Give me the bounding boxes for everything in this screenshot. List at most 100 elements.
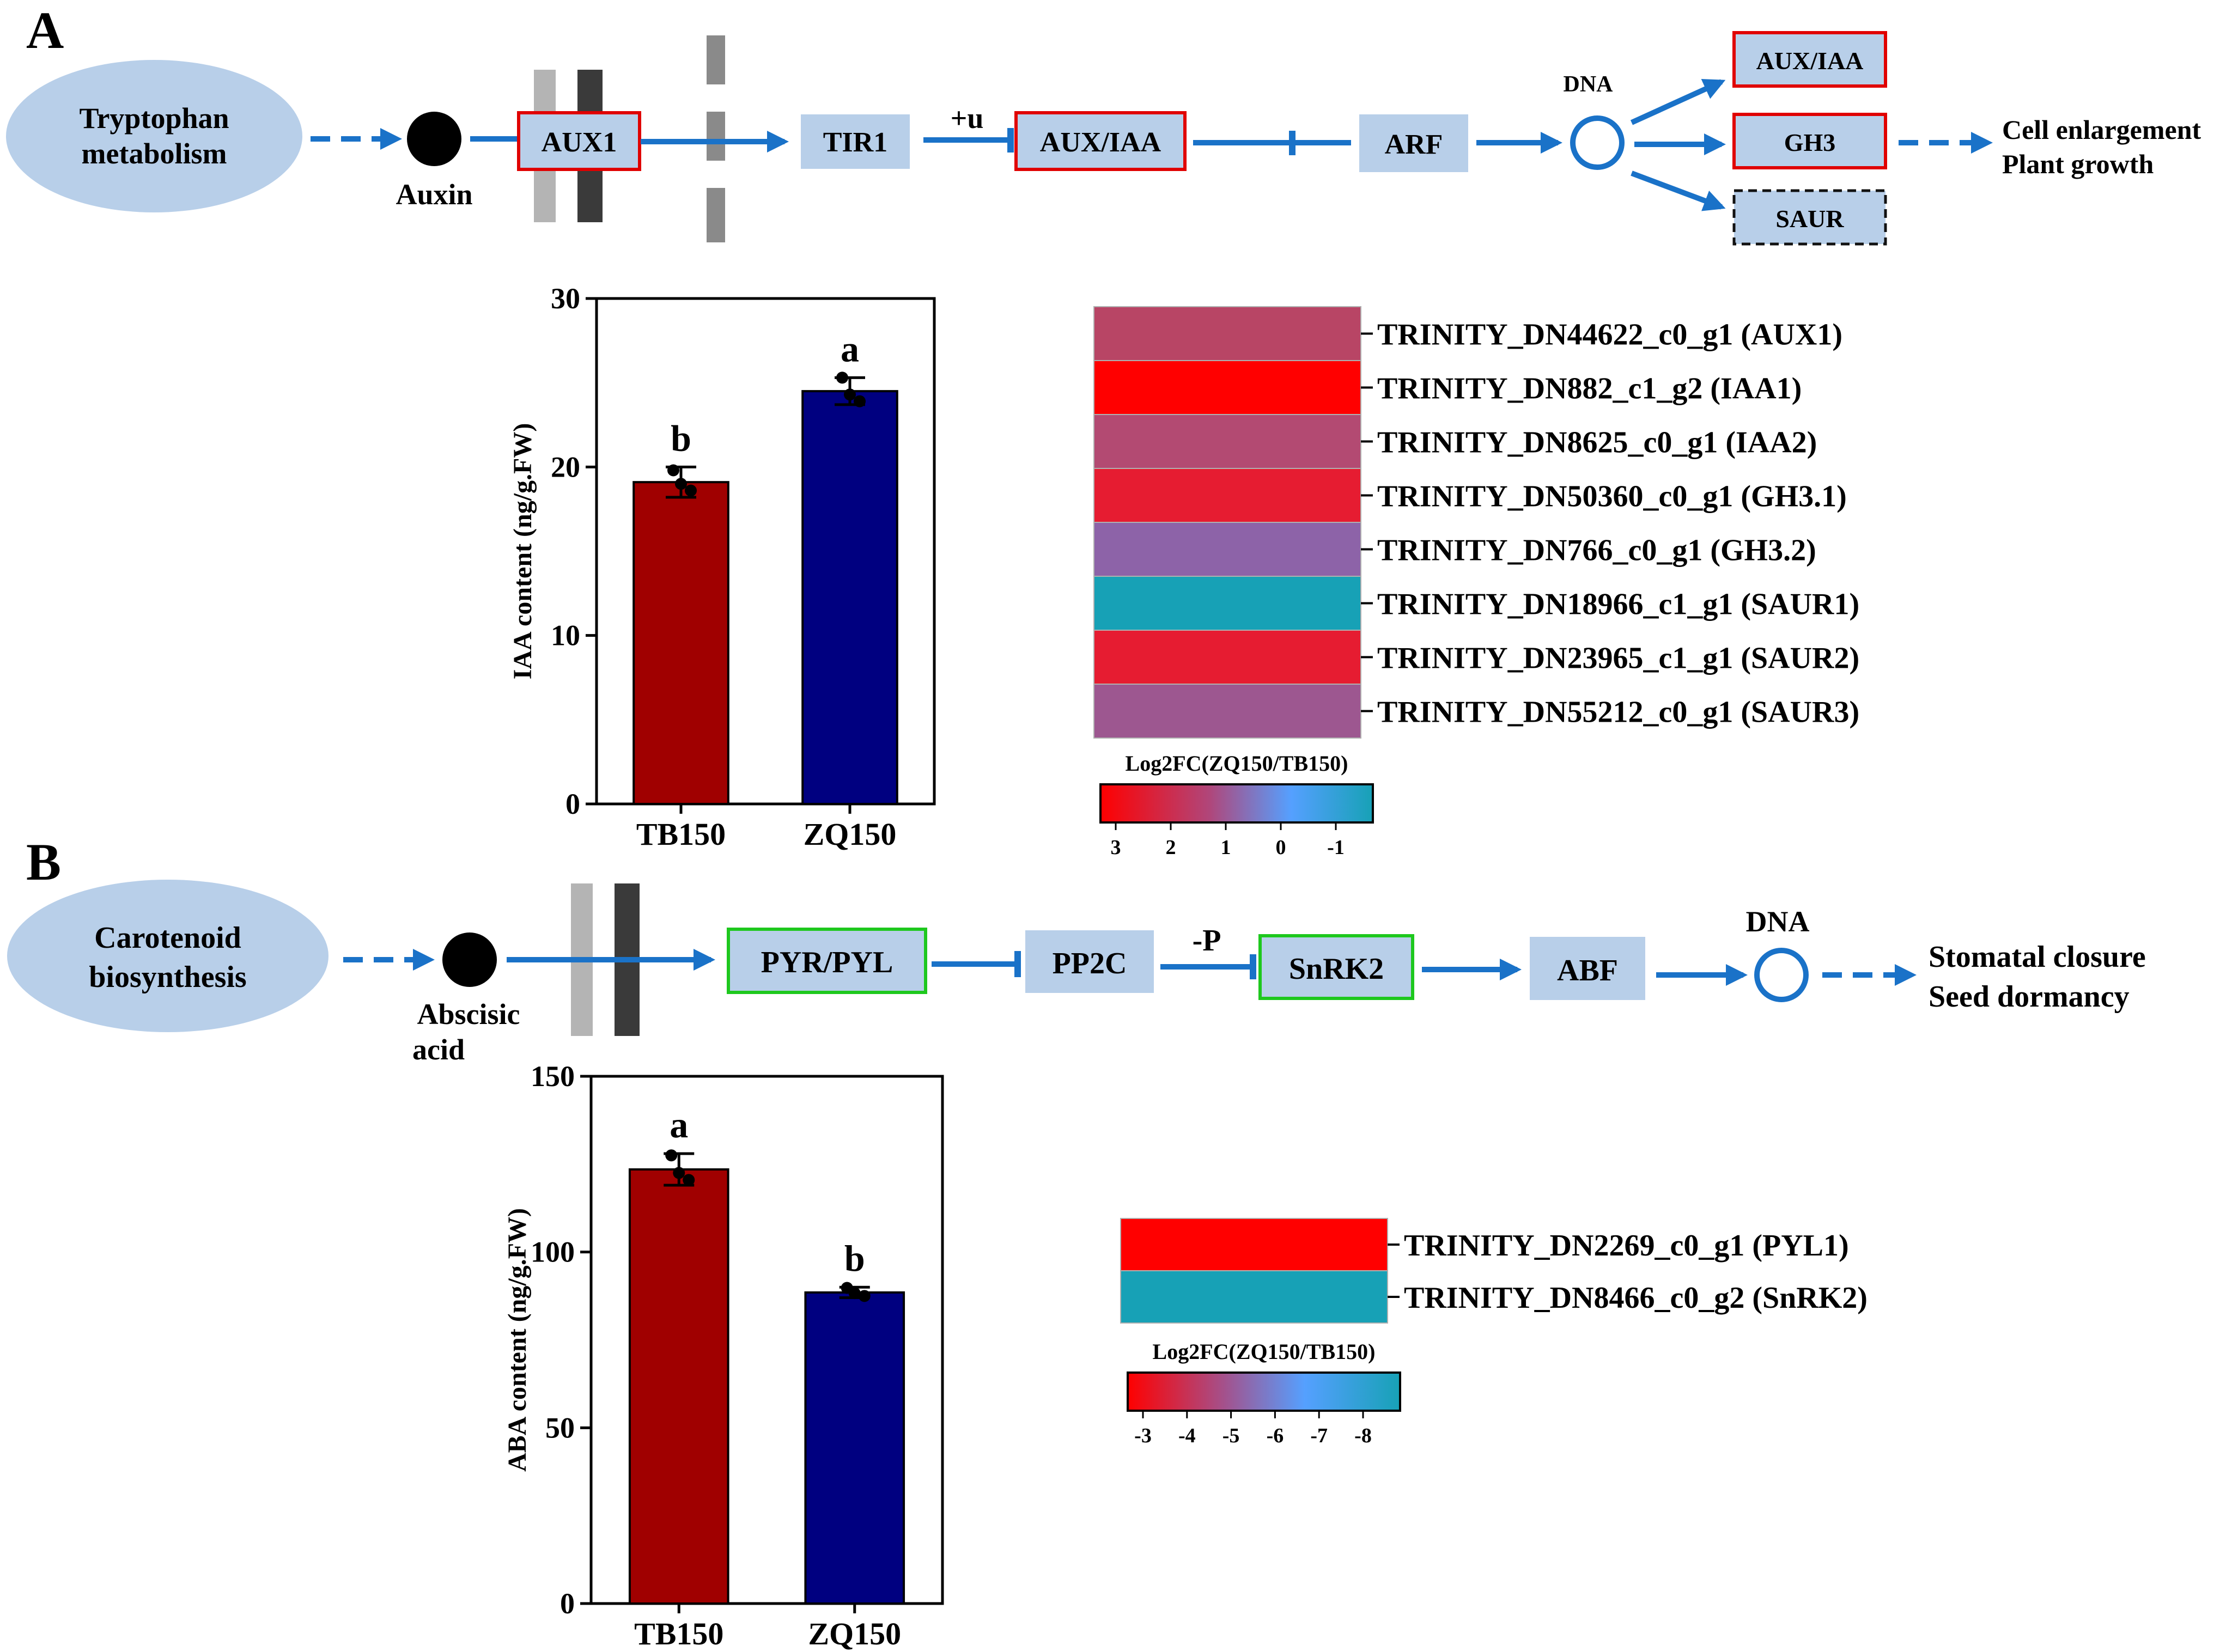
outcome-b-line2: Seed dormancy xyxy=(1929,980,2130,1014)
node-pp2c-label: PP2C xyxy=(1053,947,1127,980)
heat-a-cell-7 xyxy=(1093,684,1361,739)
heat-b-row-label-1: TRINITY_DN8466_c0_g2 (SnRK2) xyxy=(1404,1281,1868,1315)
heat-b-legend-tick-label-5: -8 xyxy=(1354,1424,1372,1447)
membrane-seg-1 xyxy=(707,35,725,84)
iaa-axes-frame xyxy=(595,297,936,806)
heat-a-legend-tick-label-4: -1 xyxy=(1327,836,1345,859)
dna-circle-a xyxy=(1570,115,1625,170)
heat-b-legend-tick-label-3: -6 xyxy=(1267,1424,1284,1447)
outcome-a-line1: Cell enlargement xyxy=(2002,114,2201,145)
iaa-point-TB150-2 xyxy=(675,478,687,490)
aba-ytick-label-0: 0 xyxy=(560,1587,575,1620)
node-arf xyxy=(1359,114,1468,172)
aba-point-ZQ150-2 xyxy=(848,1287,861,1300)
heat-b-legend-tick-label-0: -3 xyxy=(1134,1424,1152,1447)
aba-ylabel: ABA content (ng/g.FW) xyxy=(503,1208,532,1472)
carotenoid-label-line2: biosynthesis xyxy=(89,960,246,994)
heat-a-row-label-1: TRINITY_DN882_c1_g2 (IAA1) xyxy=(1377,372,1802,406)
tryptophan-ellipse xyxy=(6,60,302,212)
auxin-dot xyxy=(407,112,461,166)
aba-point-TB150-2 xyxy=(673,1167,685,1179)
dna-label-b: DNA xyxy=(1746,905,1810,938)
node-out-saur xyxy=(1732,189,1887,246)
node-pyr-label: PYR/PYL xyxy=(761,946,893,979)
iaa-point-ZQ150-0 xyxy=(836,371,848,384)
heat-a-row-label-5: TRINITY_DN18966_c1_g1 (SAUR1) xyxy=(1377,588,1859,621)
aba-xtick-label-ZQ150: ZQ150 xyxy=(808,1616,901,1651)
node-out-gh3-label: GH3 xyxy=(1784,129,1836,156)
aba-label-line1: Abscisic xyxy=(417,998,520,1031)
node-snrk2-label: SnRK2 xyxy=(1289,952,1384,986)
iaa-sig-ZQ150: a xyxy=(841,328,859,369)
heat-a-legend-tick-label-2: 1 xyxy=(1221,836,1231,859)
heat-a-legend-tick-label-3: 0 xyxy=(1276,836,1286,859)
aba-dot xyxy=(442,932,497,987)
heat-a-row-label-3: TRINITY_DN50360_c0_g1 (GH3.1) xyxy=(1377,480,1847,514)
dna-label-a: DNA xyxy=(1564,72,1614,97)
panel-a-pathway: A Tryptophan metabolism Auxin AUX1 TIR1 … xyxy=(6,1,2201,246)
aba-ytick-label-3: 150 xyxy=(531,1060,575,1093)
panel-b-pathway: B Carotenoid biosynthesis Abscisic acid … xyxy=(7,833,2146,1066)
arrow-dna-auxiaa xyxy=(1630,79,1726,125)
node-out-gh3 xyxy=(1732,113,1887,169)
heat-a-legend-bar xyxy=(1099,783,1374,824)
node-tir1 xyxy=(801,114,910,169)
carotenoid-label-line1: Carotenoid xyxy=(94,921,241,955)
aba-axes-frame xyxy=(589,1075,944,1605)
outcome-a-line2: Plant growth xyxy=(2002,149,2154,179)
node-aux1-label: AUX1 xyxy=(542,127,617,158)
aba-point-TB150-1 xyxy=(683,1174,695,1186)
membrane-seg-2 xyxy=(707,112,725,161)
panel-b-letter: B xyxy=(26,833,61,891)
edge-label-u: +u xyxy=(951,102,984,135)
panel-a-letter: A xyxy=(26,1,64,59)
aba-point-TB150-0 xyxy=(665,1149,678,1162)
heat-b-legend-title: Log2FC(ZQ150/TB150) xyxy=(1153,1339,1376,1364)
node-snrk2 xyxy=(1258,934,1414,1000)
iaa-point-ZQ150-2 xyxy=(844,388,856,401)
aba-xtick-label-TB150: TB150 xyxy=(634,1616,723,1651)
aba-ytick-label-2: 100 xyxy=(531,1236,575,1269)
iaa-ytick-label-2: 20 xyxy=(551,450,580,483)
heat-b-legend-tick-label-4: -7 xyxy=(1310,1424,1328,1447)
heat-a-cell-6 xyxy=(1093,630,1361,685)
arrow-dna-saur xyxy=(1631,170,1726,211)
heat-a-legend-title: Log2FC(ZQ150/TB150) xyxy=(1126,751,1348,776)
heat-b-row-label-0: TRINITY_DN2269_c0_g1 (PYL1) xyxy=(1404,1229,1849,1263)
aba-bar-ZQ150 xyxy=(804,1291,905,1605)
heat-a-cell-5 xyxy=(1093,576,1361,631)
iaa-ytick-label-0: 0 xyxy=(565,788,580,820)
heat-a-row-label-7: TRINITY_DN55212_c0_g1 (SAUR3) xyxy=(1377,696,1859,729)
iaa-bar-ZQ150 xyxy=(801,390,898,805)
aba-point-ZQ150-1 xyxy=(858,1290,871,1302)
heat-b-legend-tick-label-2: -5 xyxy=(1222,1424,1240,1447)
aba-sig-TB150: a xyxy=(670,1104,688,1145)
iaa-sig-TB150: b xyxy=(671,417,691,459)
node-arf-label: ARF xyxy=(1385,129,1443,160)
carotenoid-ellipse xyxy=(7,880,329,1032)
heat-a-row-label-0: TRINITY_DN44622_c0_g1 (AUX1) xyxy=(1377,318,1842,352)
outcome-b-line1: Stomatal closure xyxy=(1929,940,2146,974)
iaa-point-ZQ150-1 xyxy=(854,395,866,407)
node-aux1 xyxy=(517,111,641,171)
heat-b-legend-bar xyxy=(1127,1371,1401,1412)
iaa-ytick-label-3: 30 xyxy=(551,282,580,315)
iaa-xtick-label-TB150: TB150 xyxy=(636,816,726,852)
heat-a-row-label-2: TRINITY_DN8625_c0_g1 (IAA2) xyxy=(1377,426,1817,460)
dna-circle-b xyxy=(1754,948,1809,1002)
iaa-xtick-label-ZQ150: ZQ150 xyxy=(804,816,897,852)
heatmap-b: TRINITY_DN2269_c0_g1 (PYL1) TRINITY_DN846… xyxy=(1120,1218,1868,1447)
heat-a-row-label-6: TRINITY_DN23965_c1_g1 (SAUR2) xyxy=(1377,642,1859,675)
heat-a-legend-tick-label-1: 2 xyxy=(1166,836,1176,859)
node-pp2c xyxy=(1025,930,1154,993)
node-auxiaa-label: AUX/IAA xyxy=(1040,127,1161,158)
heat-a-legend-tick-label-0: 3 xyxy=(1111,836,1121,859)
aba-sig-ZQ150: b xyxy=(844,1238,865,1279)
heat-a-cell-0 xyxy=(1093,306,1361,361)
iaa-ylabel: IAA content (ng/g.FW) xyxy=(508,423,537,680)
heat-a-cell-1 xyxy=(1093,360,1361,415)
aba-label-line2: acid xyxy=(412,1033,465,1066)
iaa-point-TB150-0 xyxy=(667,464,679,477)
node-out-auxiaa-label: AUX/IAA xyxy=(1756,47,1864,75)
